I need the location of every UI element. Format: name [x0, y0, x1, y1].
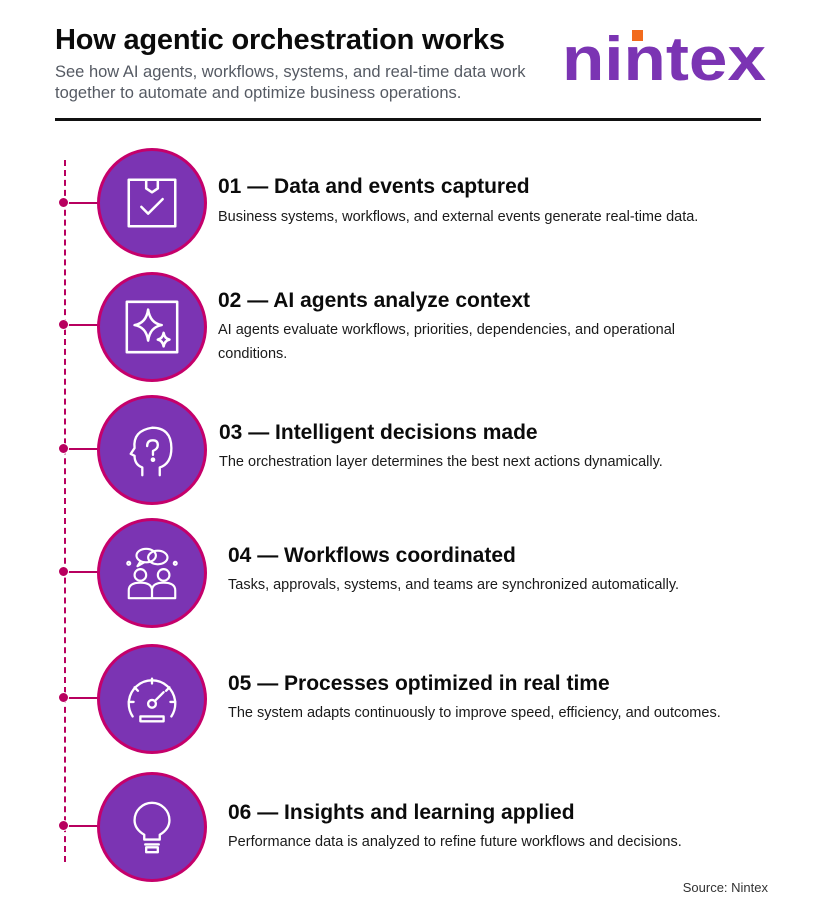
- step-connector: [64, 825, 104, 827]
- step-6: 06 — Insights and learning applied Perfo…: [0, 772, 816, 882]
- timeline-dot: [58, 692, 69, 703]
- step-1: 01 — Data and events captured Business s…: [0, 148, 816, 258]
- step-4: 04 — Workflows coordinated Tasks, approv…: [0, 518, 816, 628]
- page-subtitle: See how AI agents, workflows, systems, a…: [55, 63, 526, 102]
- timeline-dot: [58, 197, 69, 208]
- lightbulb-icon: [133, 801, 171, 854]
- timeline-dot: [58, 566, 69, 577]
- timeline-dot: [58, 319, 69, 330]
- step-icon-circle: [97, 272, 207, 382]
- step-title: 02 — AI agents analyze context: [218, 289, 530, 312]
- sparkle-icon: [125, 300, 179, 354]
- step-description: The orchestration layer determines the b…: [219, 454, 663, 470]
- logo-wordmark: nintex: [562, 25, 767, 94]
- page-title: How agentic orchestration works: [55, 24, 505, 56]
- step-connector: [64, 571, 104, 573]
- step-connector: [64, 448, 104, 450]
- step-icon-circle: [97, 148, 207, 258]
- step-2: 02 — AI agents analyze context AI agents…: [0, 272, 816, 382]
- step-connector: [64, 324, 104, 326]
- step-icon-circle: [97, 644, 207, 754]
- nintex-logo: nintex: [562, 25, 767, 94]
- speedometer-icon: [127, 677, 177, 723]
- timeline-dot: [58, 820, 69, 831]
- step-description: Tasks, approvals, systems, and teams are…: [228, 577, 680, 593]
- header-divider: [55, 118, 761, 121]
- step-connector: [64, 697, 104, 699]
- step-description: AI agents evaluate workflows, priorities…: [218, 322, 676, 362]
- timeline-line: [64, 160, 66, 862]
- step-title: 06 — Insights and learning applied: [228, 801, 575, 824]
- step-title: 05 — Processes optimized in real time: [228, 672, 610, 695]
- step-3: 03 — Intelligent decisions made The orch…: [0, 395, 816, 505]
- step-icon-circle: [97, 395, 207, 505]
- team-chat-icon: [126, 547, 178, 600]
- step-icon-circle: [97, 772, 207, 882]
- logo-accent-square: [632, 30, 643, 41]
- box-check-icon: [127, 178, 177, 228]
- step-title: 03 — Intelligent decisions made: [219, 421, 538, 444]
- step-description: The system adapts continuously to improv…: [228, 705, 721, 721]
- step-description: Performance data is analyzed to refine f…: [228, 834, 682, 850]
- timeline-dot: [58, 443, 69, 454]
- step-title: 01 — Data and events captured: [218, 175, 530, 198]
- step-title: 04 — Workflows coordinated: [228, 544, 516, 567]
- step-5: 05 — Processes optimized in real time Th…: [0, 644, 816, 754]
- head-question-icon: [129, 426, 173, 477]
- step-connector: [64, 202, 104, 204]
- source-credit: Source: Nintex: [682, 880, 768, 895]
- step-icon-circle: [97, 518, 207, 628]
- step-description: Business systems, workflows, and externa…: [218, 209, 699, 225]
